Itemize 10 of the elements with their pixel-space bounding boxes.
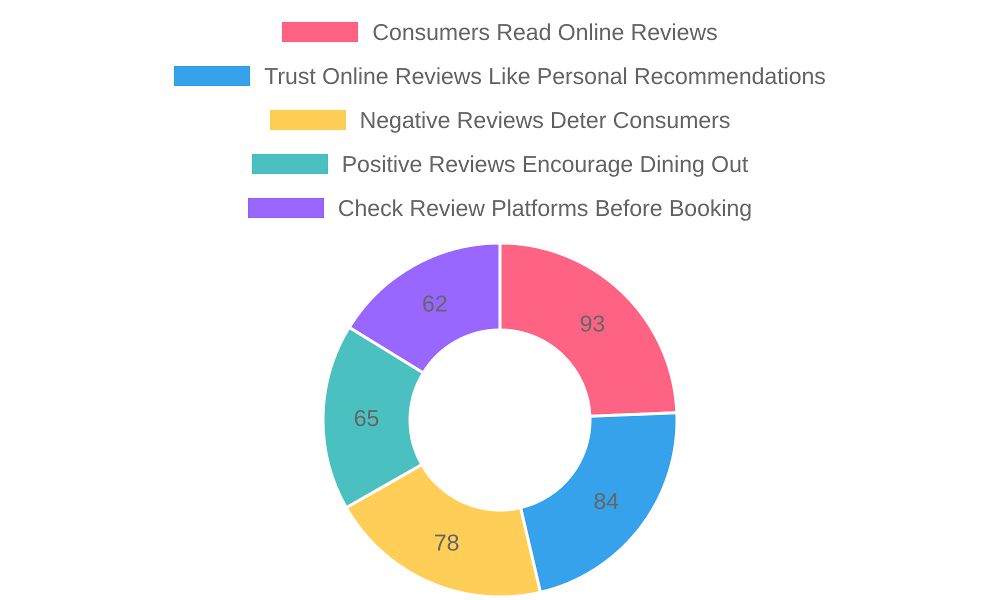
legend-label: Negative Reviews Deter Consumers [360, 106, 730, 134]
data-label: 62 [422, 290, 448, 316]
data-label: 65 [354, 404, 380, 431]
data-label: 78 [434, 529, 460, 556]
legend-label: Check Review Platforms Before Booking [338, 194, 752, 222]
data-label: 84 [594, 488, 620, 514]
legend-label: Positive Reviews Encourage Dining Out [342, 150, 748, 178]
data-label: 93 [580, 310, 606, 337]
legend-label: Consumers Read Online Reviews [372, 18, 718, 46]
legend-label: Trust Online Reviews Like Personal Recommendations [264, 62, 826, 90]
